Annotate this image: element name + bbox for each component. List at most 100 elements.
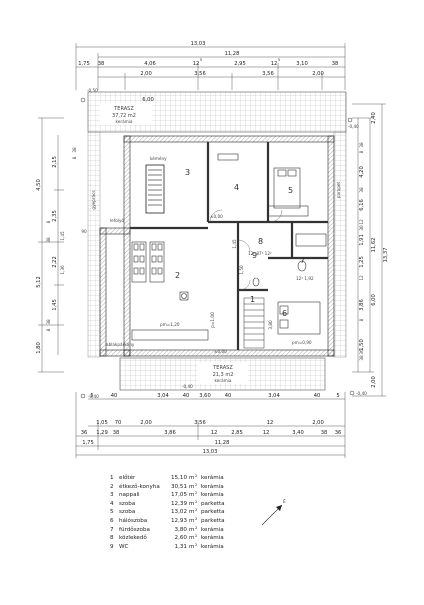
legend-room-name: szoba	[119, 509, 136, 516]
dim-label: 40	[225, 393, 232, 399]
bottom-dimensions	[75, 392, 346, 458]
dim-label: 38	[46, 237, 51, 243]
dim-label: 8	[359, 318, 364, 321]
dim-label: 3,56	[194, 420, 206, 426]
legend-area: 2,60	[174, 535, 187, 542]
legend-room-name: hálószoba	[119, 517, 148, 524]
legend-unit-sup: 2	[195, 498, 198, 504]
left-inner-dim: 2,15	[52, 156, 58, 168]
dim-label: 70	[115, 420, 122, 426]
dim-label: 2,85	[231, 430, 243, 436]
dim-label: 2,00	[312, 420, 324, 426]
legend-unit-sup: 2	[195, 524, 198, 530]
dim-label: 3,86	[164, 430, 176, 436]
top-overall-dim: 13,03	[191, 41, 206, 47]
level-mark: ±0,00	[214, 349, 227, 354]
dim-superscript: 5	[278, 58, 280, 62]
legend-unit-sup: 2	[195, 481, 198, 487]
bathroom-fixtures	[252, 233, 327, 287]
dim-label: 8	[359, 150, 364, 153]
left-dimensions	[38, 117, 64, 373]
right-walkway-tiles	[333, 131, 347, 358]
left-outer-dim: 4,50	[36, 179, 42, 191]
left-inner-dim: 1,45	[52, 299, 58, 311]
dim-label: 8	[46, 220, 51, 223]
room-number-2: 2	[175, 271, 180, 280]
legend-unit: m	[189, 475, 195, 481]
parapet-label: parapet	[336, 181, 341, 198]
legend-num: 5	[110, 509, 114, 516]
bottom-terrace-label-bg	[198, 362, 248, 384]
dim-label: 3,40	[292, 430, 304, 436]
bathroom-dims: 12² 1,92	[296, 276, 314, 281]
top-terrace-label-bg	[100, 103, 152, 125]
dim-label: 1,50	[359, 339, 365, 351]
legend-unit: m	[189, 543, 195, 550]
dim-label: 38	[321, 430, 328, 436]
dim-label: 12	[263, 430, 270, 436]
left-outer-dim: 5,12	[36, 276, 42, 288]
dim-label: 90	[81, 229, 87, 234]
parapet-height-1: pm=1,20	[160, 322, 180, 327]
gyeprács-label: gyeprács	[91, 190, 96, 209]
legend-floor: kerámia	[201, 492, 224, 499]
dim-label: 12	[267, 420, 274, 426]
top-terrace-area: 37,72 m2	[112, 113, 136, 119]
dim-label: 1,25	[359, 256, 365, 268]
bottom-dim-row1: 5 40 3,04 40 3,60 40 3,04 40 5	[90, 393, 339, 399]
dim-label: 3,86	[359, 299, 365, 311]
dim-label: 3,60	[199, 393, 211, 399]
parapet-height-2: pm=0,90	[292, 340, 312, 345]
legend-num: 8	[110, 535, 114, 542]
dim-label: 40	[111, 393, 118, 399]
dim-label: 36	[335, 430, 342, 436]
dim-label: 38	[46, 319, 51, 325]
legend-unit-sup: 2	[195, 541, 198, 547]
dim-label: 11,28	[215, 440, 230, 446]
dining-table	[131, 241, 165, 283]
legend-floor: kerámia	[201, 483, 224, 490]
legend-area: 15,10	[170, 475, 187, 481]
legend-area: 17,05	[170, 492, 187, 499]
legend-num: 3	[110, 492, 114, 499]
legend-floor: kerámia	[201, 535, 224, 542]
legend-num: 4	[110, 500, 114, 507]
dim-label: 38	[72, 147, 77, 153]
legend-unit-sup: 2	[195, 473, 198, 478]
room-number-8: 8	[258, 237, 263, 246]
dim-label: 3,04	[268, 393, 280, 399]
dim-label: 1,75	[78, 61, 90, 67]
interior-walls	[130, 142, 328, 350]
dim-label: 2,40	[371, 112, 377, 124]
top-terrace-material: kerámia	[116, 119, 133, 124]
dim-label: 5	[90, 393, 93, 399]
dim-label: 38	[359, 355, 364, 361]
legend-unit-sup: 2	[195, 490, 198, 496]
bottom-dim-row2: 1,05 70 2,00 3,56 12 2,00	[96, 420, 324, 426]
stair-dim: 3,80	[268, 320, 273, 330]
legend-unit: m	[189, 483, 195, 490]
dim-label: 30	[359, 225, 364, 231]
dim-label: 36	[81, 430, 88, 436]
legend-unit: m	[189, 517, 195, 524]
dim-label: 1,36	[60, 265, 65, 275]
legend-floor: kerámia	[201, 543, 224, 550]
legend-room-name: közlekedő	[119, 535, 147, 542]
dim-label: 8	[72, 156, 77, 159]
right-outer-dim: 13,37	[383, 248, 389, 263]
doors	[209, 209, 283, 291]
left-walkway-tiles	[87, 131, 101, 358]
dim-label: 3,56	[194, 71, 206, 77]
legend-floor: parketta	[201, 500, 225, 507]
room-number-6: 6	[282, 309, 287, 318]
top-terrace-title: TERASZ	[113, 106, 134, 112]
legend-area: 30,51	[170, 483, 187, 490]
left-inner-dim: 2,35	[52, 210, 58, 222]
dim-label: 4,20	[359, 166, 365, 178]
